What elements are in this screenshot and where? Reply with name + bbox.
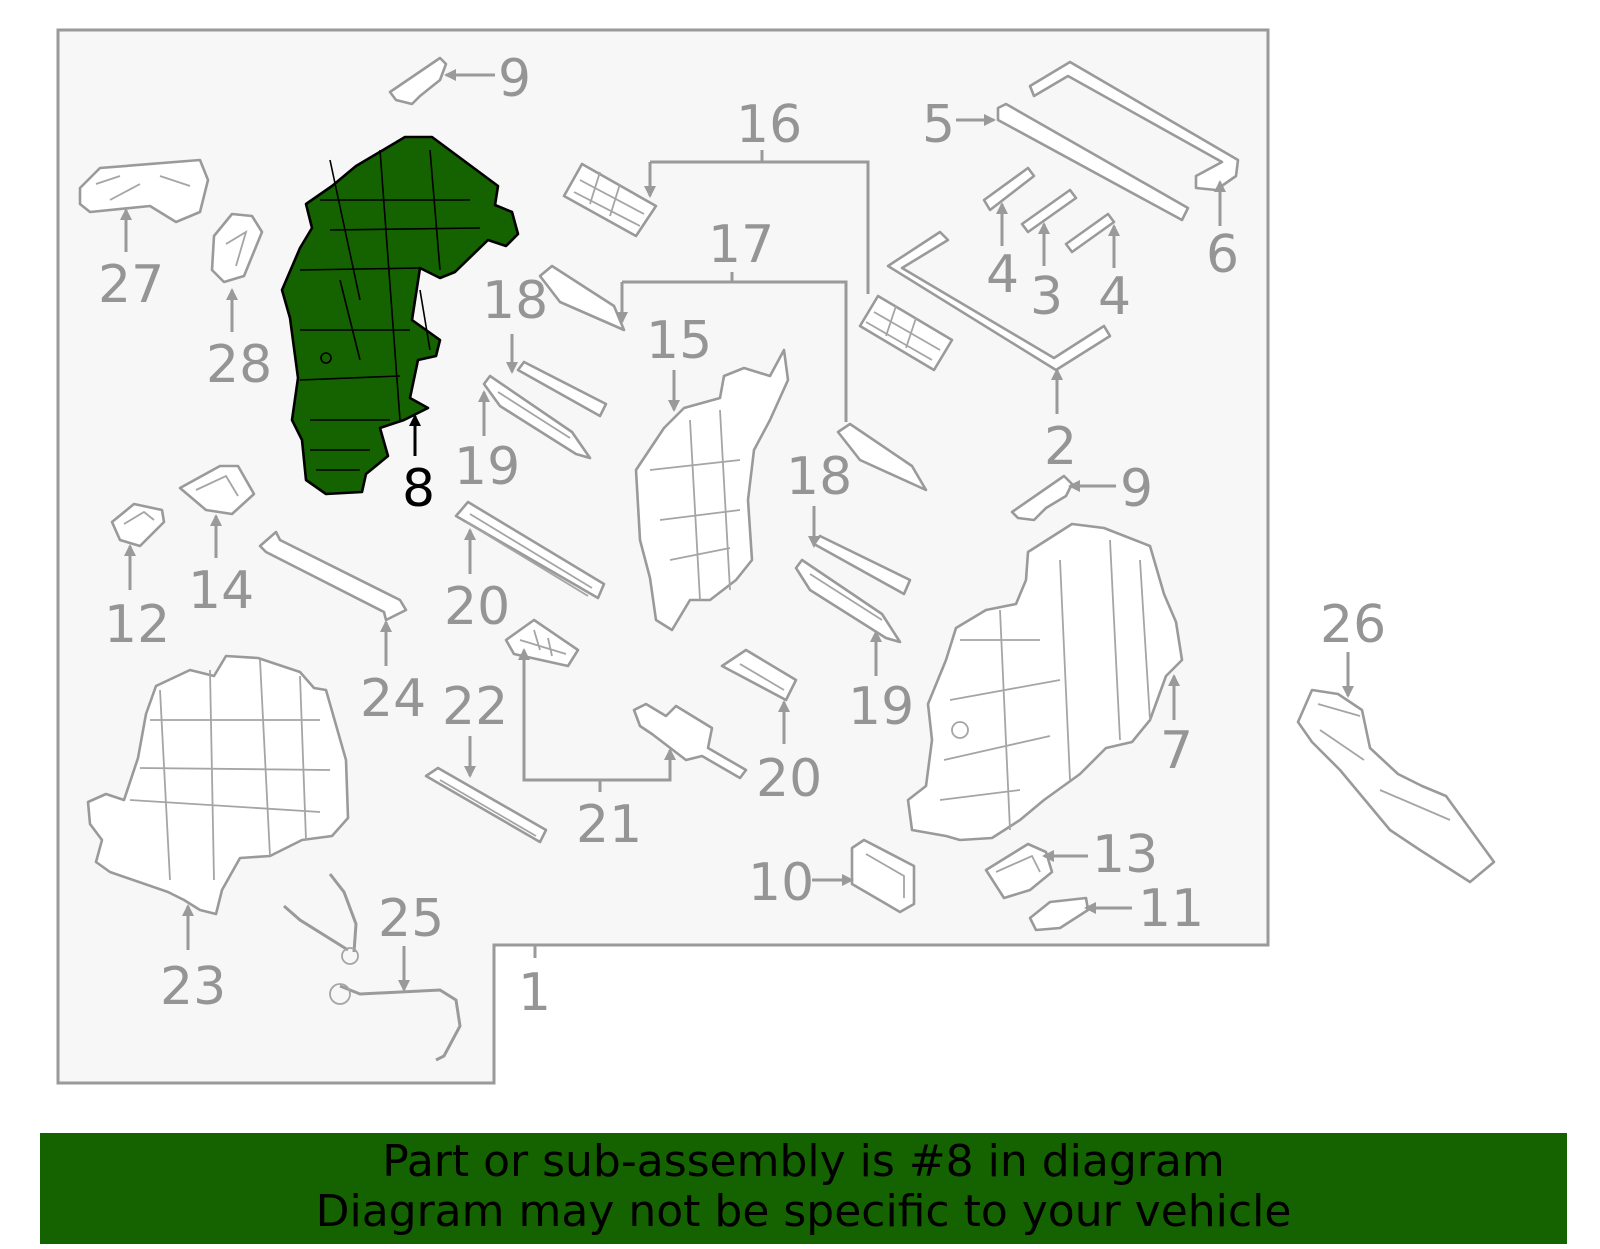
callout-15: 15 [646,311,712,371]
callout-16: 16 [736,95,802,155]
banner-line-part: Part or sub-assembly is #8 in diagram [382,1136,1225,1187]
callout-18-lower: 18 [786,447,852,507]
callout-20-right: 20 [756,749,822,809]
callout-18-upper: 18 [482,271,548,331]
callout-26: 26 [1320,595,1386,655]
callout-19-upper: 19 [454,437,520,497]
part-13 [984,842,1054,900]
part-3-4-strips [982,166,1116,254]
part-24 [258,530,408,622]
callout-10: 10 [748,853,814,913]
part-8-highlighted[interactable] [280,135,520,496]
callout-22: 22 [442,677,508,737]
part-27 [78,158,210,224]
part-2-seal [886,230,1112,372]
part-19-upper [482,374,592,460]
info-banner: Part or sub-assembly is #8 in diagram Di… [40,1133,1567,1244]
callout-4-right: 4 [1098,267,1131,327]
callout-14: 14 [188,561,254,621]
part-25-hose [283,873,462,1062]
callout-8[interactable]: 8 [402,459,435,519]
part-15 [634,348,790,632]
callout-27: 27 [98,255,164,315]
callout-11: 11 [1138,879,1204,939]
part-20-right [720,648,798,702]
callout-12: 12 [104,595,170,655]
part-23 [86,654,350,916]
part-28 [210,212,264,284]
callout-13: 13 [1092,825,1158,885]
part-19-lower [794,558,902,644]
callout-4-left: 4 [986,245,1019,305]
part-5-6-frame [996,60,1240,222]
part-12 [110,502,166,548]
callout-3: 3 [1030,267,1063,327]
banner-line-disclaimer: Diagram may not be specific to your vehi… [315,1186,1292,1237]
callout-19-lower: 19 [848,677,914,737]
callout-7: 7 [1160,721,1193,781]
callout-25: 25 [378,889,444,949]
callout-5: 5 [922,95,955,155]
callout-1: 1 [518,963,551,1023]
part-21-right [632,702,748,780]
part-14 [178,464,256,516]
callout-20-left: 20 [444,577,510,637]
part-9-top [388,56,448,106]
callout-2: 2 [1044,417,1077,477]
leader-lines [120,69,1354,992]
callout-24: 24 [360,669,426,729]
callout-21: 21 [576,795,642,855]
part-26 [1296,688,1496,884]
callout-9-right: 9 [1120,459,1153,519]
callout-28: 28 [206,335,272,395]
callout-17: 17 [708,215,774,275]
part-18-upper [516,264,626,418]
part-7-main-case [906,522,1184,842]
callout-9-top: 9 [498,49,531,109]
part-9-right [1010,474,1074,522]
part-20-left [454,500,606,600]
part-22 [424,766,548,844]
callout-labels: 9 27 28 8 16 17 5 6 4 3 4 2 18 19 15 18 … [98,49,1386,1023]
callout-6: 6 [1206,225,1239,285]
callout-23: 23 [160,957,226,1017]
